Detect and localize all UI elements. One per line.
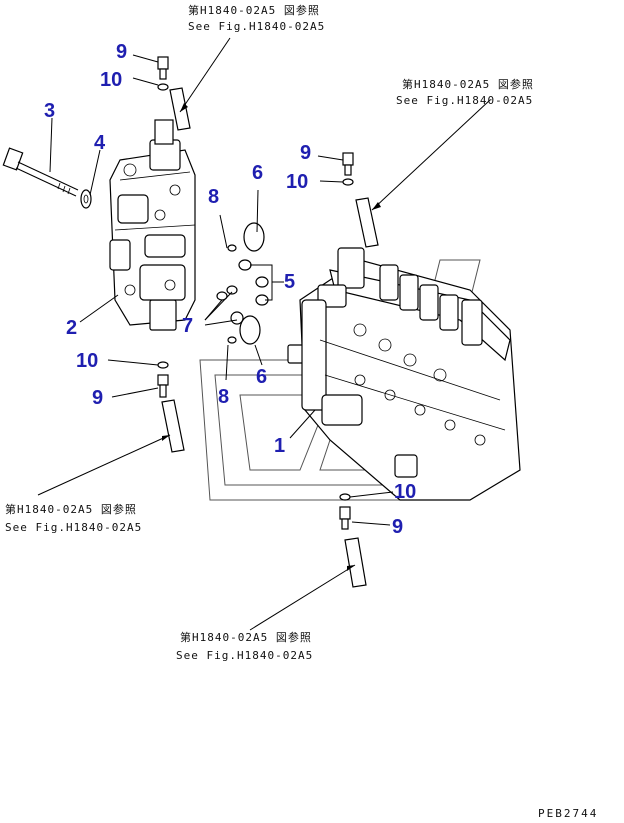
callout-9: 9 [92, 387, 103, 409]
callout-7: 7 [182, 315, 193, 337]
reference-jp-label: 第H1840-02A5 図参照 [180, 630, 312, 644]
callout-8: 8 [208, 186, 219, 208]
reference-en-label: See Fig.H1840-02A5 [396, 94, 533, 107]
callout-9: 9 [392, 516, 403, 538]
callout-1: 1 [274, 435, 285, 457]
callout-10: 10 [76, 350, 98, 372]
reference-en-label: See Fig.H1840-02A5 [176, 649, 313, 662]
valve-body-2 [109, 119, 196, 331]
callout-3: 3 [44, 100, 55, 122]
callout-8: 8 [218, 386, 229, 408]
main-valve-1 [287, 247, 521, 501]
reference-en-label: See Fig.H1840-02A5 [188, 20, 325, 33]
callout-6: 6 [252, 162, 263, 184]
callout-9: 9 [116, 41, 127, 63]
seal-group [216, 222, 269, 345]
callout-9: 9 [300, 142, 311, 164]
reference-bottom: 第H1840-02A5 図参照 See Fig.H1840-02A5 [176, 630, 313, 662]
reference-left: 第H1840-02A5 図参照 See Fig.H1840-02A5 [5, 502, 142, 534]
callout-4: 4 [94, 132, 106, 154]
reference-jp-label: 第H1840-02A5 図参照 [5, 502, 137, 516]
reference-jp-label: 第H1840-02A5 図参照 [188, 3, 320, 17]
reference-right: 第H1840-02A5 図参照 See Fig.H1840-02A5 [396, 77, 534, 107]
fitting-9-top-right [342, 152, 379, 248]
callout-6: 6 [256, 366, 267, 388]
callout-10: 10 [286, 171, 308, 193]
reference-en-label: See Fig.H1840-02A5 [5, 521, 142, 534]
callout-5: 5 [284, 271, 295, 293]
reference-jp-label: 第H1840-02A5 図参照 [402, 77, 534, 91]
callout-2: 2 [66, 317, 77, 339]
bolt-3 [2, 147, 79, 197]
callouts: 1 2 3 4 5 6 6 7 8 8 9 9 9 9 10 10 10 10 [44, 41, 416, 538]
washer-4 [80, 189, 92, 209]
leader-lines [37, 37, 491, 631]
fitting-9-top-left [157, 56, 191, 131]
reference-top: 第H1840-02A5 図参照 See Fig.H1840-02A5 [188, 3, 325, 33]
drawing-code: PEB2744 [538, 807, 598, 820]
callout-10: 10 [394, 481, 416, 503]
fitting-9-bottom-right [339, 493, 367, 588]
callout-10: 10 [100, 69, 122, 91]
